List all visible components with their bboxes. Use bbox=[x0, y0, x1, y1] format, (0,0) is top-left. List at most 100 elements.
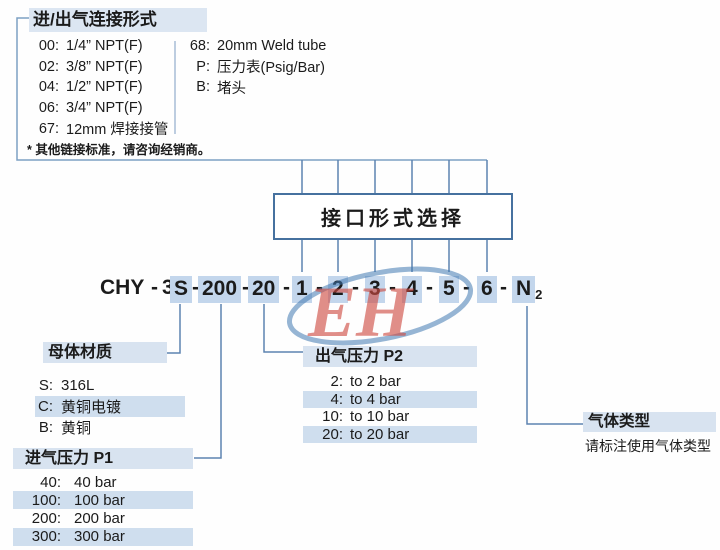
code-segment-text: 4 bbox=[402, 276, 422, 303]
option-row: 00: 1/4” NPT(F) bbox=[34, 36, 168, 57]
code-segment-subscript: 2 bbox=[535, 287, 543, 302]
code-segment-text: 1 bbox=[292, 276, 312, 303]
gas-type-connector bbox=[526, 306, 583, 425]
outlet-pressure-title: 出气压力 P2 bbox=[303, 346, 477, 367]
code-segment-text: 3 bbox=[162, 276, 174, 299]
option-code: 67: bbox=[38, 120, 59, 137]
code-segment: - bbox=[352, 276, 359, 301]
material-code: S: bbox=[38, 377, 53, 394]
code-segment: 4 bbox=[402, 276, 422, 303]
option-row: 04: 1/2” NPT(F) bbox=[34, 77, 168, 98]
code-segment-text: - bbox=[283, 276, 290, 299]
material-label: 316L bbox=[61, 377, 95, 394]
inlet-pressure-code: 100: bbox=[31, 491, 61, 509]
outlet-pressure-code: 20: bbox=[322, 425, 343, 443]
outlet-pressure-label: to 10 bar bbox=[350, 408, 410, 426]
material-items: S: 316L C: 黄铜电镀 B: 黄铜 bbox=[35, 375, 185, 438]
option-label: 压力表(Psig/Bar) bbox=[217, 60, 325, 77]
code-segment-text: - bbox=[500, 276, 507, 299]
option-label: 1/2” NPT(F) bbox=[66, 79, 143, 96]
material-row: C: 黄铜电镀 bbox=[35, 396, 185, 417]
material-label: 黄铜电镀 bbox=[61, 399, 122, 416]
material-code: B: bbox=[38, 419, 53, 436]
code-segment: - bbox=[463, 276, 470, 301]
gas-type-title: 气体类型 bbox=[583, 412, 716, 432]
material-code: C: bbox=[38, 398, 53, 415]
code-segment-text: - bbox=[463, 276, 470, 299]
outlet-pressure-connector bbox=[263, 304, 303, 353]
code-segment: - bbox=[151, 276, 158, 301]
interface-selection-box: 接口形式选择 bbox=[273, 193, 513, 240]
option-row: 67: 12mm 焊接接管 bbox=[34, 118, 169, 139]
code-segment-text: - bbox=[192, 276, 199, 299]
outlet-pressure-items: 2: to 2 bar 4: to 4 bar 10: to 10 bar 20… bbox=[303, 373, 477, 443]
code-segment: 1 bbox=[292, 276, 312, 303]
code-segment: CHY bbox=[100, 276, 144, 301]
code-segment: 6 bbox=[477, 276, 497, 303]
code-segment: 3 bbox=[162, 276, 174, 301]
material-connector bbox=[167, 304, 181, 354]
option-row: 02: 3/8” NPT(F) bbox=[34, 57, 168, 78]
outlet-pressure-row: 10: to 10 bar bbox=[303, 408, 477, 426]
outlet-pressure-label: to 2 bar bbox=[350, 373, 401, 391]
inlet-pressure-connector bbox=[194, 304, 222, 459]
inlet-pressure-row: 100: 100 bar bbox=[13, 491, 193, 510]
outlet-pressure-row: 20: to 20 bar bbox=[303, 425, 477, 443]
other-standards-note: * 其他链接标准，请咨询经销商。 bbox=[27, 143, 211, 157]
option-row: P: 压力表(Psig/Bar) bbox=[184, 57, 326, 78]
code-segment: - bbox=[242, 276, 249, 301]
code-segment-text: 20 bbox=[248, 276, 280, 303]
inlet-pressure-code: 200: bbox=[31, 509, 61, 527]
inlet-pressure-label: 300 bar bbox=[74, 528, 125, 546]
inlet-pressure-row: 40: 40 bar bbox=[13, 473, 193, 491]
code-segment: - bbox=[426, 276, 433, 301]
option-code: 02: bbox=[38, 58, 59, 75]
code-segment-text: - bbox=[151, 276, 158, 299]
option-code: 00: bbox=[38, 38, 59, 55]
option-code: P: bbox=[196, 58, 210, 75]
material-row: S: 316L bbox=[35, 375, 185, 396]
option-label: 堵头 bbox=[217, 80, 246, 97]
inlet-pressure-label: 40 bar bbox=[74, 473, 117, 491]
code-segment-text: - bbox=[316, 276, 323, 299]
outlet-pressure-row: 2: to 2 bar bbox=[303, 373, 477, 391]
outlet-pressure-code: 4: bbox=[330, 390, 343, 408]
inlet-pressure-label: 200 bar bbox=[74, 509, 125, 527]
connection-options-right: 68: 20mm Weld tube P: 压力表(Psig/Bar) B: 堵… bbox=[184, 36, 327, 98]
code-segment-text: 6 bbox=[477, 276, 497, 303]
code-segment-text: - bbox=[352, 276, 359, 299]
droppers-below-interface-box bbox=[301, 240, 488, 272]
code-segment: 2 bbox=[328, 276, 348, 303]
gas-type-note: 请标注使用气体类型 bbox=[585, 438, 711, 454]
code-segment-text: - bbox=[242, 276, 249, 299]
option-label: 20mm Weld tube bbox=[217, 38, 327, 55]
option-code: B: bbox=[196, 79, 210, 96]
outlet-pressure-row: 4: to 4 bar bbox=[303, 390, 477, 408]
inlet-pressure-items: 40: 40 bar 100: 100 bar 200: 200 bar 300… bbox=[13, 473, 193, 546]
code-segment: 3 bbox=[365, 276, 385, 303]
code-segment-text: CHY bbox=[100, 276, 145, 299]
code-segment-text: - bbox=[426, 276, 433, 299]
outlet-pressure-code: 10: bbox=[322, 408, 343, 426]
code-segment-text: 2 bbox=[328, 276, 348, 303]
outlet-pressure-code: 2: bbox=[330, 373, 343, 391]
code-segment: 200 bbox=[198, 276, 242, 303]
option-code: 04: bbox=[38, 79, 59, 96]
risers-above-interface-box bbox=[301, 160, 488, 193]
option-label: 3/8” NPT(F) bbox=[66, 58, 143, 75]
code-segment-text: S bbox=[170, 276, 193, 303]
option-label: 12mm 焊接接管 bbox=[66, 122, 169, 139]
code-segment-text: N bbox=[512, 276, 536, 303]
connection-options-left: 00: 1/4” NPT(F) 02: 3/8” NPT(F) 04: 1/2”… bbox=[34, 36, 169, 139]
code-segment-text: - bbox=[389, 276, 396, 299]
code-segment: 20 bbox=[248, 276, 280, 303]
code-segment-text: 3 bbox=[365, 276, 385, 303]
option-row: 06: 3/4” NPT(F) bbox=[34, 98, 168, 119]
inlet-pressure-row: 200: 200 bar bbox=[13, 509, 193, 527]
code-segment: S bbox=[170, 276, 193, 303]
inlet-pressure-code: 40: bbox=[40, 473, 61, 491]
